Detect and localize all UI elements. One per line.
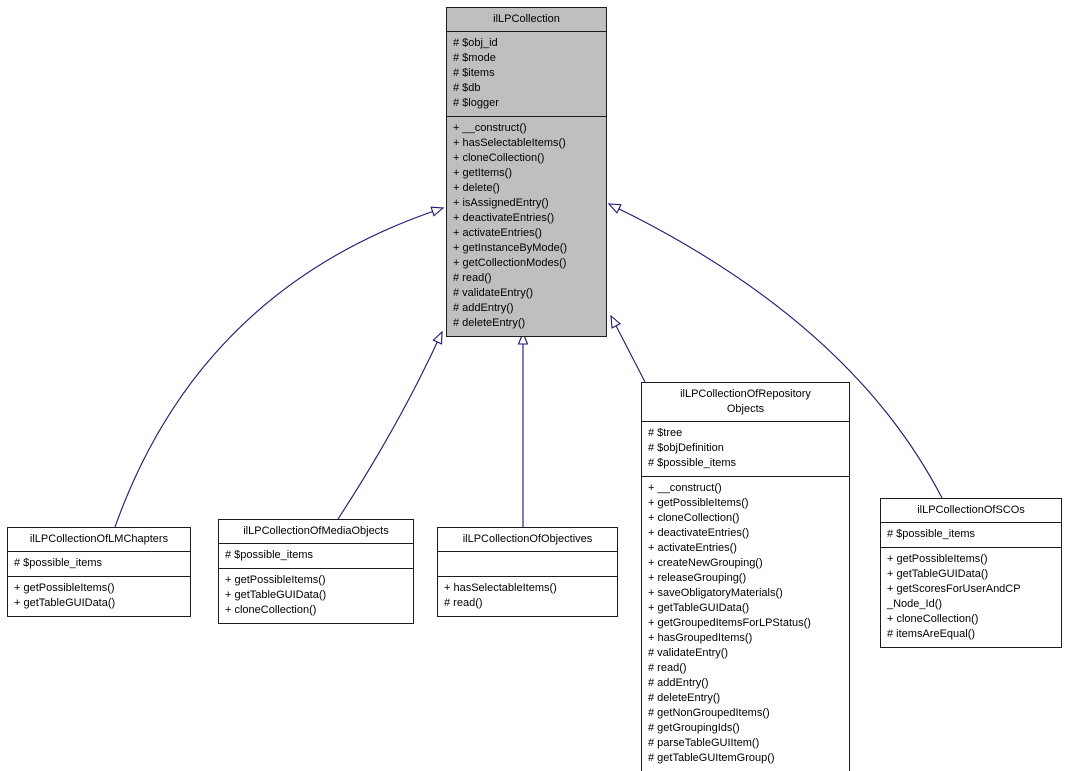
member-line: + activateEntries() [648, 542, 737, 554]
member-line: # getTableGUItemGroup() [648, 752, 775, 764]
member-line: + getPossibleItems() [225, 574, 326, 586]
member-line: Objects [726, 403, 765, 415]
class-methods: + getPossibleItems() + getTableGUIData() +… [219, 568, 413, 623]
class-title: ilLPCollectionOfSCOs [881, 499, 1061, 522]
member-line: # getNonGroupedItems() [648, 707, 770, 719]
member-line: # $db [453, 82, 481, 94]
class-attributes: # $obj_id # $mode # $items # $db # $logger [447, 31, 606, 116]
member-line: + getTableGUIData() [887, 568, 989, 580]
class-methods: + getPossibleItems() + getTableGUIData() [8, 576, 190, 616]
member-line: # $objDefinition [648, 442, 724, 454]
member-line: # $items [453, 67, 495, 79]
member-line: + saveObligatoryMaterials() [648, 587, 783, 599]
member-line: + getCollectionModes() [453, 257, 567, 269]
inheritance-arrow-mediaobjects [337, 330, 443, 520]
member-line: ilLPCollectionOfMediaObjects [243, 525, 389, 537]
member-line: ilLPCollectionOfSCOs [917, 504, 1025, 516]
member-line: # getGroupingIds() [648, 722, 740, 734]
member-line: + getPossibleItems() [887, 553, 988, 565]
class-attributes: # $possible_items [881, 522, 1061, 547]
member-line: + delete() [453, 182, 500, 194]
member-line: # $obj_id [453, 37, 498, 49]
member-line: + activateEntries() [453, 227, 542, 239]
class-title: ilLPCollection [447, 8, 606, 31]
member-line: # validateEntry() [648, 647, 729, 659]
member-line: # $logger [453, 97, 499, 109]
member-line: ilLPCollectionOfLMChapters [29, 533, 169, 545]
member-line: + getScoresForUserAndCP _Node_Id() [887, 583, 1021, 610]
member-line: + isAssignedEntry() [453, 197, 549, 209]
class-node-illpcollectionoflmchapters[interactable]: ilLPCollectionOfLMChapters # $possible_i… [7, 527, 191, 617]
member-line: # addEntry() [453, 302, 514, 314]
member-line: + getItems() [453, 167, 512, 179]
member-line: # $possible_items [225, 549, 314, 561]
member-line: + getGroupedItemsForLPStatus() [648, 617, 811, 629]
member-line: + cloneCollection() [453, 152, 545, 164]
member-line: + getInstanceByMode() [453, 242, 568, 254]
class-attributes: # $tree # $objDefinition # $possible_items [642, 421, 849, 476]
member-line: # itemsAreEqual() [887, 628, 976, 640]
class-attributes [438, 551, 617, 576]
class-node-illpcollectionofmediaobjects[interactable]: ilLPCollectionOfMediaObjects # $possible… [218, 519, 414, 624]
member-line: # $tree [648, 427, 683, 439]
member-line: + getTableGUIData() [648, 602, 750, 614]
member-line: ilLPCollectionOfObjectives [462, 533, 593, 545]
member-line: + __construct() [648, 482, 722, 494]
member-line: # deleteEntry() [648, 692, 721, 704]
member-line: # validateEntry() [453, 287, 534, 299]
member-line: + cloneCollection() [887, 613, 979, 625]
class-title: ilLPCollectionOfObjectives [438, 528, 617, 551]
member-line: + createNewGrouping() [648, 557, 763, 569]
member-line: # $possible_items [14, 557, 103, 569]
member-line: # read() [453, 272, 492, 284]
member-line: + hasSelectableItems() [453, 137, 566, 149]
member-line: # parseTableGUIItem() [648, 737, 760, 749]
inheritance-arrow-repository [610, 314, 646, 383]
member-line: ilLPCollection [493, 13, 560, 25]
inheritance-arrow-scos [607, 203, 943, 499]
member-line: + releaseGrouping() [648, 572, 747, 584]
member-line: # $possible_items [648, 457, 737, 469]
class-title: ilLPCollectionOfMediaObjects [219, 520, 413, 543]
member-line: + getPossibleItems() [14, 582, 115, 594]
member-line: + hasSelectableItems() [444, 582, 557, 594]
member-line: + deactivateEntries() [453, 212, 555, 224]
member-line: + getPossibleItems() [648, 497, 749, 509]
class-node-illpcollectionofscos[interactable]: ilLPCollectionOfSCOs # $possible_items +… [880, 498, 1062, 648]
class-node-illpcollection[interactable]: ilLPCollection # $obj_id# $mode# $items#… [446, 7, 607, 337]
member-line: # deleteEntry() [453, 317, 526, 329]
class-attributes: # $possible_items [219, 543, 413, 568]
class-attributes: # $possible_items [8, 551, 190, 576]
member-line: + hasGroupedItems() [648, 632, 753, 644]
class-methods: + getPossibleItems() + getTableGUIData() +… [881, 547, 1061, 647]
member-line: # $mode [453, 52, 496, 64]
member-line: # read() [648, 662, 687, 674]
member-line: + cloneCollection() [225, 604, 317, 616]
member-line: + cloneCollection() [648, 512, 740, 524]
member-line: ilLPCollectionOfRepository [680, 388, 811, 400]
member-line: # read() [444, 597, 483, 609]
member-line: + __construct() [453, 122, 527, 134]
class-methods: + __construct() + hasSelectableItems() + c… [447, 116, 606, 336]
class-node-illpcollectionofobjectives[interactable]: ilLPCollectionOfObjectives + hasSelectab… [437, 527, 618, 617]
class-methods: + hasSelectableItems() # read() [438, 576, 617, 616]
member-line: + getTableGUIData() [14, 597, 116, 609]
member-line: # $possible_items [887, 528, 976, 540]
class-title: ilLPCollectionOfLMChapters [8, 528, 190, 551]
member-line: # addEntry() [648, 677, 709, 689]
class-methods: + __construct() + getPossibleItems() + clo… [642, 476, 849, 771]
member-line: + deactivateEntries() [648, 527, 750, 539]
member-line: + getTableGUIData() [225, 589, 327, 601]
inheritance-arrow-lmchapters [114, 206, 445, 528]
